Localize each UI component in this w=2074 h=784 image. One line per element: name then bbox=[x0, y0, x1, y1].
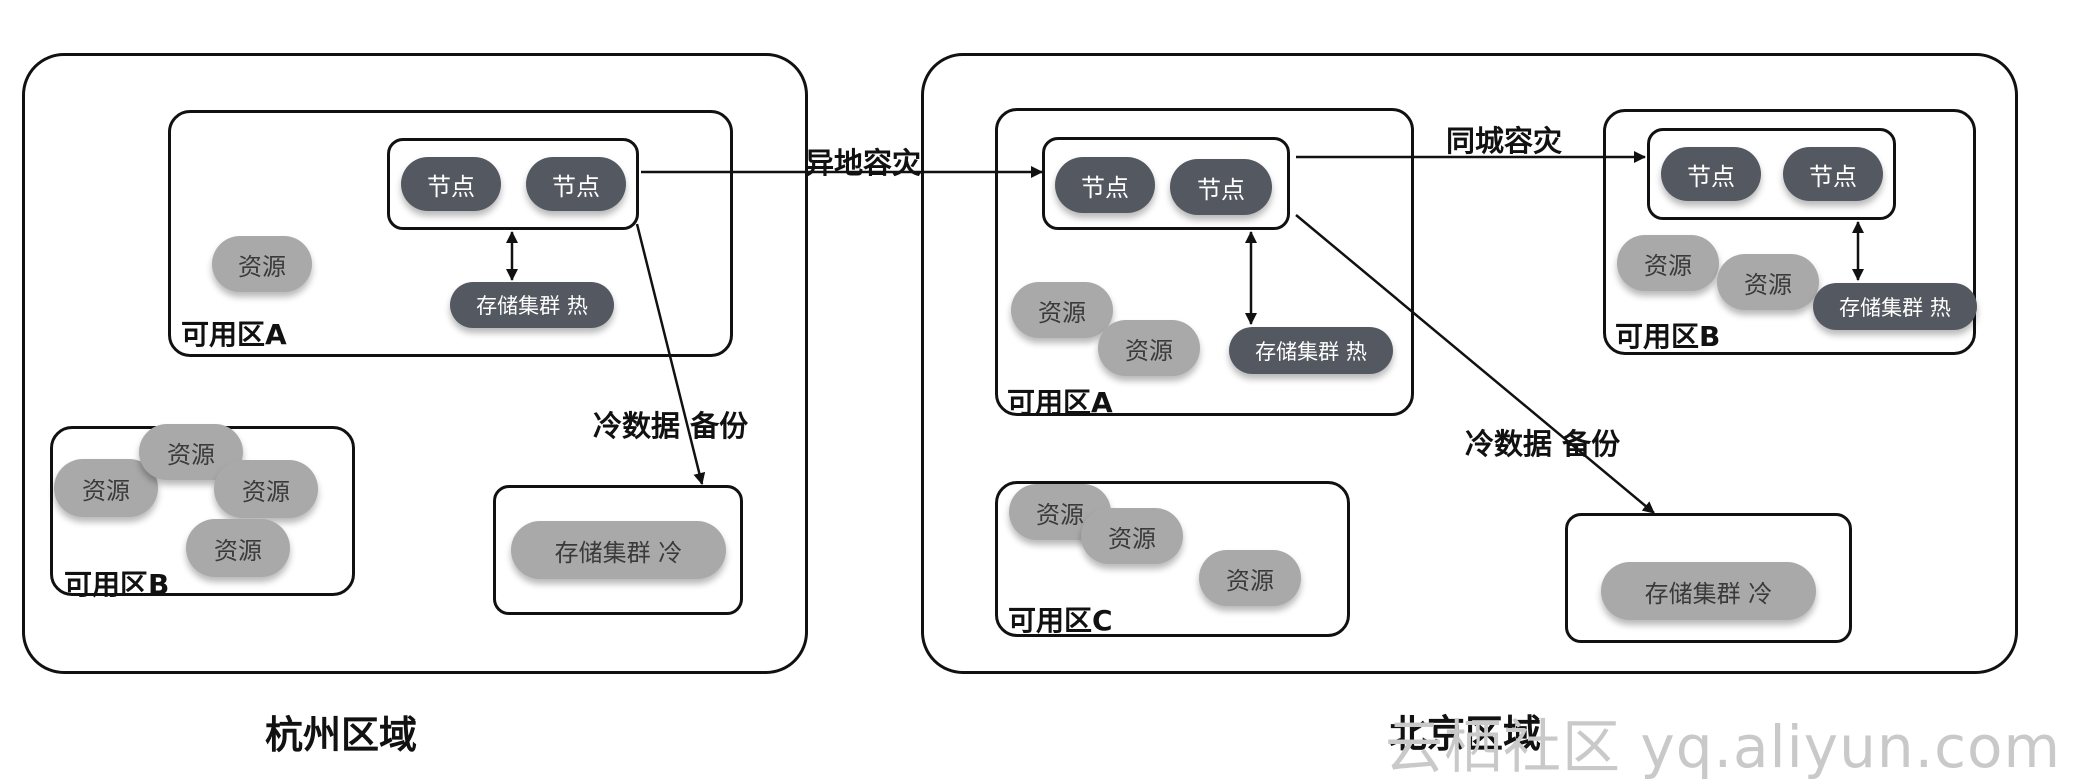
bj-zone-a-node-2: 节点 bbox=[1170, 159, 1272, 215]
bj-zone-c-resource-3: 资源 bbox=[1199, 550, 1301, 606]
watermark-text: 云栖社区 yq.aliyun.com bbox=[1385, 713, 2061, 781]
remote-dr-label: 异地容灾 bbox=[805, 146, 922, 180]
bj-zone-b-resource-1: 资源 bbox=[1617, 235, 1719, 291]
hz-zone-a-resource: 资源 bbox=[212, 236, 312, 292]
hangzhou-region-label: 杭州区域 bbox=[265, 713, 418, 757]
bj-zone-b-hot-storage: 存储集群 热 bbox=[1813, 283, 1977, 330]
hz-cold-storage: 存储集群 冷 bbox=[511, 521, 726, 579]
bj-zone-a-hot-storage: 存储集群 热 bbox=[1229, 327, 1393, 374]
beijing-region-label: 北京区域 bbox=[1389, 712, 1542, 756]
bj-zone-b-node-1: 节点 bbox=[1661, 147, 1761, 201]
bj-zone-c-resource-2: 资源 bbox=[1081, 508, 1183, 564]
hz-zone-b-label: 可用区B bbox=[64, 568, 170, 601]
bj-cold-backup-label: 冷数据 备份 bbox=[1465, 427, 1621, 461]
hz-node-2: 节点 bbox=[526, 157, 626, 211]
bj-zone-b-node-2: 节点 bbox=[1783, 147, 1883, 201]
same-city-dr-label: 同城容灾 bbox=[1446, 124, 1563, 158]
bj-zone-a-label: 可用区A bbox=[1007, 386, 1113, 419]
hz-hot-storage: 存储集群 热 bbox=[450, 282, 614, 328]
bj-zone-a-resource-1: 资源 bbox=[1011, 282, 1113, 338]
hz-zone-a-label: 可用区A bbox=[181, 318, 287, 351]
hz-zone-b-resource-3: 资源 bbox=[214, 460, 318, 518]
hz-zone-b-resource-1: 资源 bbox=[54, 459, 158, 517]
bj-zone-c-label: 可用区C bbox=[1008, 604, 1113, 637]
hz-node-1: 节点 bbox=[401, 157, 501, 211]
hz-cold-backup-label: 冷数据 备份 bbox=[593, 409, 749, 443]
bj-zone-a-resource-2: 资源 bbox=[1098, 320, 1200, 376]
bj-zone-b-resource-2: 资源 bbox=[1717, 254, 1819, 310]
bj-cold-storage: 存储集群 冷 bbox=[1601, 562, 1816, 620]
bj-zone-a-node-1: 节点 bbox=[1055, 157, 1155, 213]
bj-zone-b-label: 可用区B bbox=[1615, 320, 1721, 353]
hz-zone-b-resource-4: 资源 bbox=[186, 519, 290, 577]
